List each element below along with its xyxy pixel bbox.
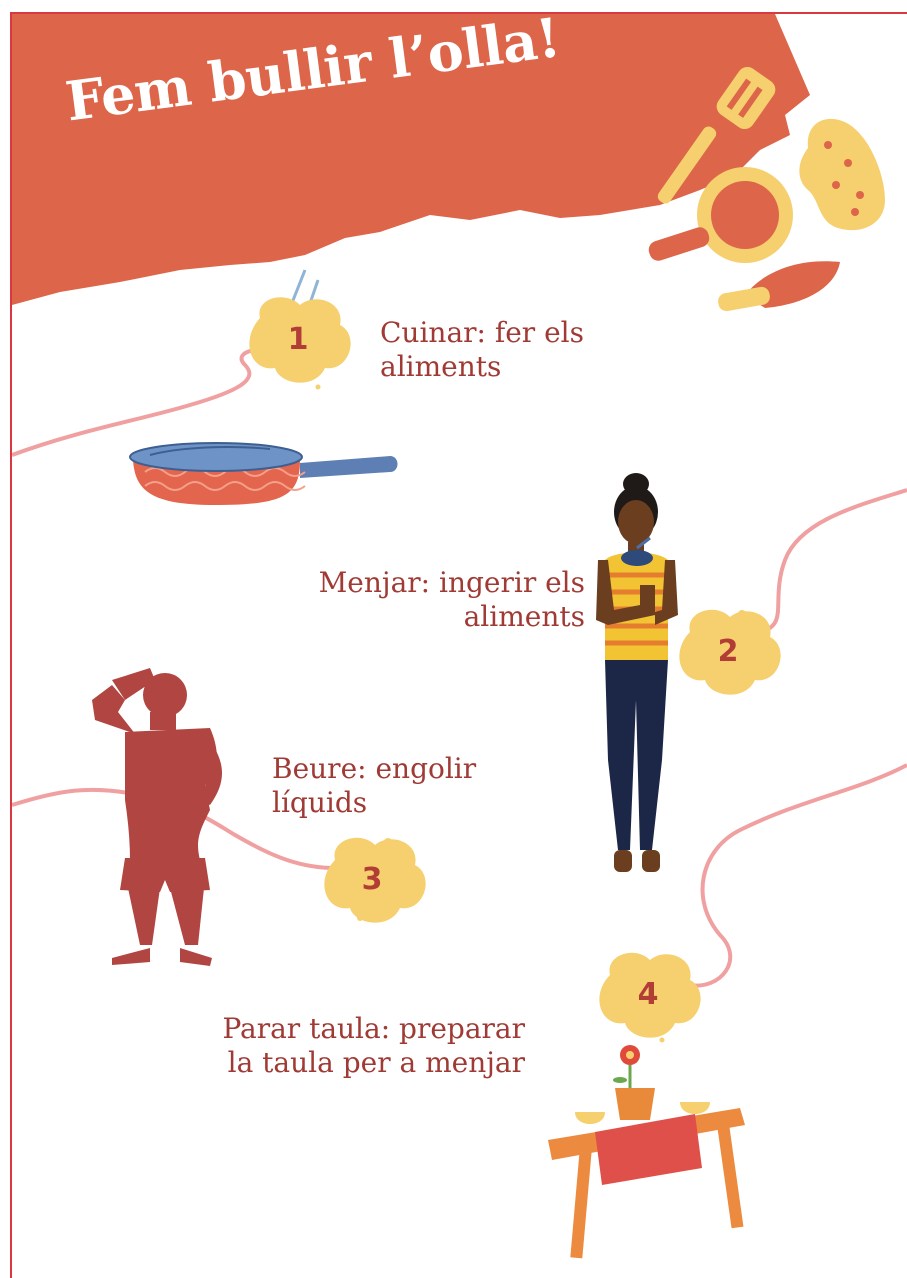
step-3-line-1: Beure: engolir <box>272 752 477 785</box>
step-1-text: Cuinar: fer els aliments <box>380 316 584 384</box>
step-2-line-1: Menjar: ingerir els <box>318 566 585 599</box>
step-3-text: Beure: engolir líquids <box>272 752 476 820</box>
step-4-line-2: la taula per a menjar <box>227 1046 525 1079</box>
step-4-text: Parar taula: preparar la taula per a men… <box>222 1012 525 1080</box>
kitchen-utensils-icon <box>648 66 885 312</box>
frame-border-top <box>10 12 907 14</box>
step-4-line-1: Parar taula: preparar <box>222 1012 525 1045</box>
step-1-line-2: aliments <box>380 350 502 383</box>
step-badge <box>679 609 781 695</box>
step-2-text: Menjar: ingerir els aliments <box>319 566 585 634</box>
step-badge <box>599 952 701 1043</box>
frying-pan-icon <box>129 442 398 505</box>
rope-curve <box>11 347 277 457</box>
step-3-line-2: líquids <box>272 786 368 819</box>
header-banner <box>12 14 810 305</box>
step-badge <box>324 837 426 923</box>
step-badge <box>249 297 351 390</box>
woman-eating-icon <box>596 473 678 872</box>
rope-curve <box>689 763 907 988</box>
step-2-number: 2 <box>717 634 739 669</box>
step-1-number: 1 <box>287 322 309 357</box>
table-with-flower-icon <box>548 1045 745 1259</box>
man-drinking-icon <box>92 668 222 966</box>
step-4-number: 4 <box>637 977 659 1012</box>
step-2-line-2: aliments <box>463 600 585 633</box>
frame-border-left <box>10 12 12 1278</box>
step-3-number: 3 <box>361 862 383 897</box>
step-1-line-1: Cuinar: fer els <box>380 316 584 349</box>
